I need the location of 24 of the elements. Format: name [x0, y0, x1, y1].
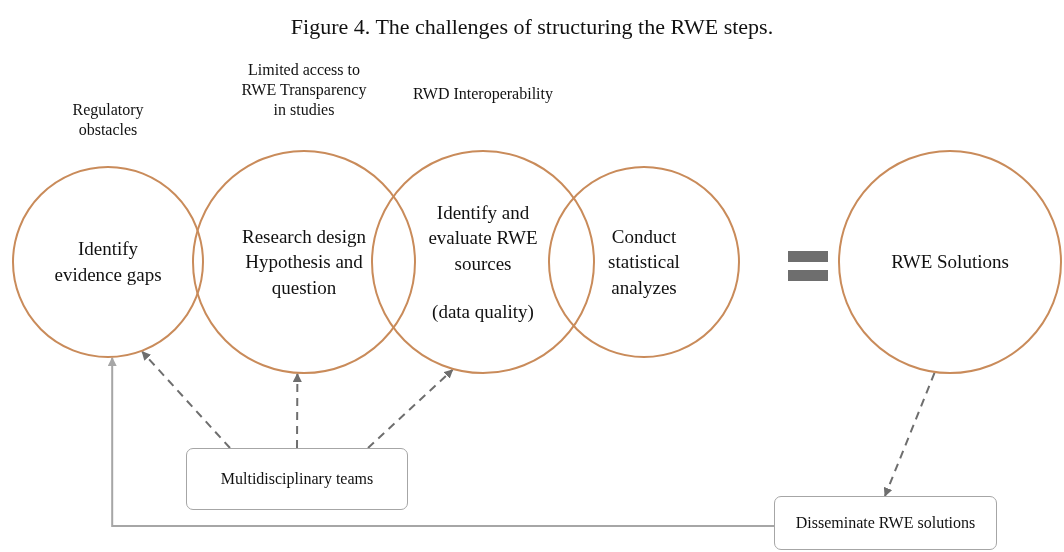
step-text: Conduct statistical analyzes [607, 224, 681, 300]
step-text: RWE Solutions [891, 250, 1009, 275]
arrow [883, 371, 936, 497]
challenge-note: Regulatory obstacles [71, 100, 145, 140]
step-circle [838, 150, 1062, 374]
challenge-note: RWD Interoperability [413, 84, 553, 104]
rounded-box [774, 496, 997, 550]
step-text: Research design Hypothesis and question [241, 224, 367, 300]
step-text: Identify evidence gaps [53, 237, 163, 287]
step-text: Disseminate RWE solutions [795, 512, 976, 533]
arrow [367, 368, 454, 449]
rounded-box [186, 448, 408, 510]
step-text: Identify and evaluate RWE sources [427, 200, 539, 276]
step-text: (data quality) [432, 299, 534, 324]
challenge-note: Limited access to RWE Transparency in studies [240, 60, 368, 120]
step-circle [12, 166, 204, 358]
step-circle [548, 166, 740, 358]
step-text: Multidisciplinary teams [220, 468, 374, 490]
figure-title: Figure 4. The challenges of structuring the RWE steps. [289, 14, 775, 40]
step-circle [371, 150, 595, 374]
arrow [141, 350, 231, 449]
arrow [107, 356, 775, 527]
step-circle [192, 150, 416, 374]
arrow [292, 372, 302, 449]
